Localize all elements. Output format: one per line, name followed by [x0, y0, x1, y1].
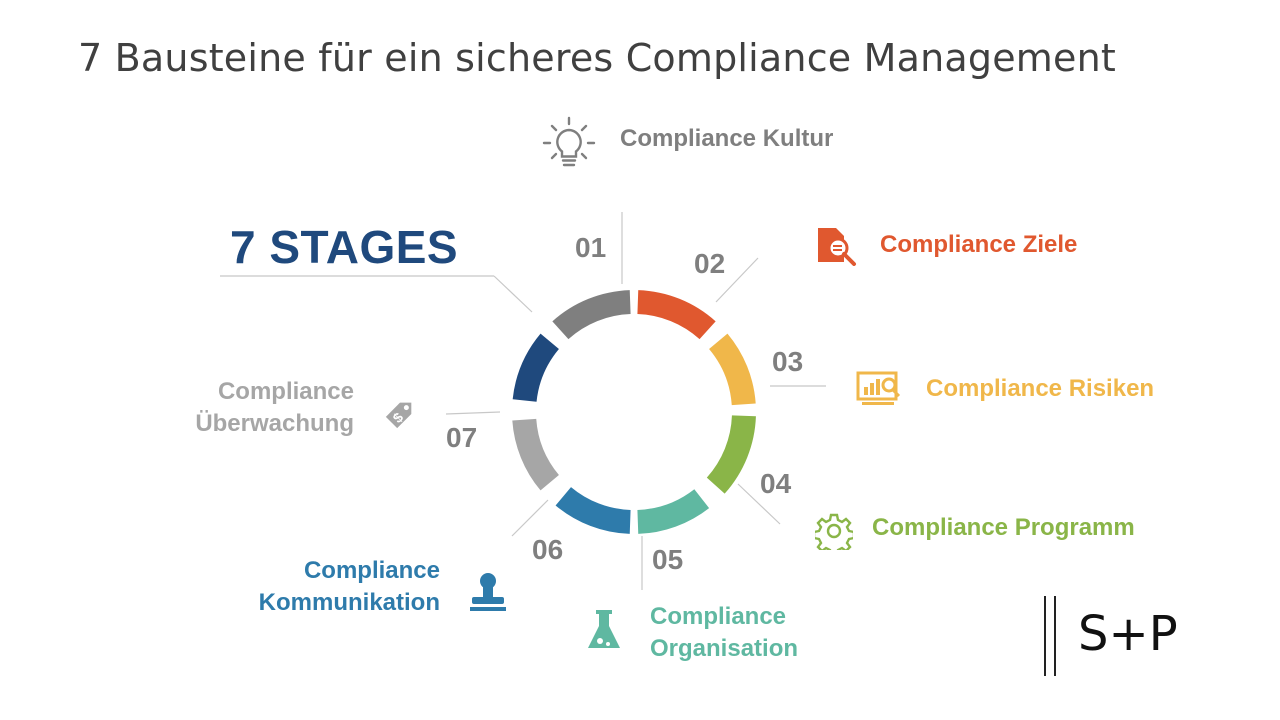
segment-01: [552, 290, 631, 340]
stage-label-06-line2: Kommunikation: [258, 589, 440, 616]
stage-number-04: 04: [760, 468, 792, 499]
leader-line-06: [511, 499, 549, 537]
stage-label-07-line2: Überwachung: [195, 410, 354, 437]
stage-label-05: Compliance Organisation: [650, 601, 798, 665]
ring-segments: [512, 290, 756, 534]
stage-number-01: 01: [575, 232, 607, 263]
segment-04: [706, 415, 756, 494]
segment-03: [708, 333, 756, 406]
flask-icon: [588, 610, 620, 648]
segment-06: [555, 486, 631, 534]
stage-label-06-line1: Compliance: [303, 557, 440, 584]
logo-bar-left: [1044, 596, 1046, 676]
stage-number-06: 06: [532, 534, 564, 565]
stage-label-04-line1: Compliance Programm: [872, 514, 1135, 541]
stage-label-06: Compliance Kommunikation: [259, 555, 440, 619]
stage-label-01-line1: Compliance Kultur: [620, 125, 834, 152]
leader-line-07: [445, 411, 501, 415]
segment-02: [637, 290, 716, 340]
segment-07: [512, 418, 560, 491]
monitor-chart-icon: [856, 371, 901, 405]
logo-bar-right: [1054, 596, 1056, 676]
stage-label-05-line1: Compliance: [650, 603, 787, 630]
gear-icon: [815, 513, 853, 550]
page-title: 7 Bausteine für ein sicheres Compliance …: [78, 36, 1116, 80]
leader-line-stages-diag: [493, 275, 533, 313]
lightbulb-icon: [542, 116, 596, 167]
document-search-icon: [818, 228, 856, 266]
stage-label-04: Compliance Programm: [872, 512, 1135, 544]
leader-line-04: [737, 483, 781, 525]
stages-heading: 7 STAGES: [230, 221, 459, 273]
stage-label-02: Compliance Ziele: [880, 229, 1077, 261]
leader-lines: [220, 212, 826, 590]
stage-number-03: 03: [772, 346, 804, 377]
stamp-icon: [470, 573, 506, 611]
price-tag-icon: $: [385, 402, 412, 429]
stage-label-07-line1: Compliance: [217, 378, 354, 405]
stage-number-05: 05: [652, 544, 684, 575]
stage-label-02-line1: Compliance Ziele: [880, 231, 1078, 258]
stage-number-07: 07: [446, 422, 478, 453]
stage-label-07: Compliance Überwachung: [195, 376, 354, 440]
leader-line-02: [715, 257, 759, 303]
stage-label-01: Compliance Kultur: [620, 123, 833, 155]
segment-05: [637, 488, 710, 534]
stage-label-03-line1: Compliance Risiken: [926, 375, 1155, 402]
stage-label-05-line2: Organisation: [650, 635, 799, 662]
segment-dark: [512, 333, 560, 403]
stage-number-02: 02: [694, 248, 726, 279]
stage-label-03: Compliance Risiken: [926, 373, 1154, 405]
logo-text: S+P: [1078, 606, 1178, 662]
